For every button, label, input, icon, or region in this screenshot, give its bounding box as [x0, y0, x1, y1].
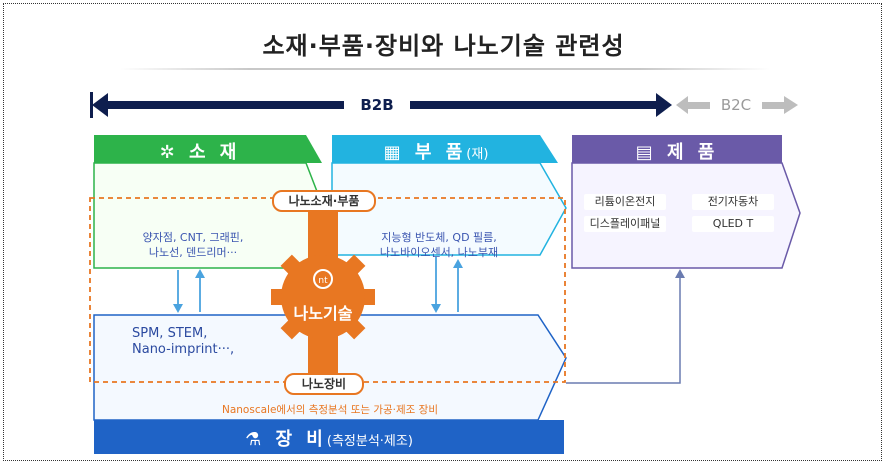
microscope-icon: ⚗	[245, 429, 266, 450]
parts-description: 지능형 반도체, QD 필름, 나노바이오센서, 나노부재	[354, 230, 524, 260]
materials-header: ✲ 소 재	[94, 138, 306, 164]
materials-equipment-arrows	[173, 269, 205, 313]
equipment-caption: Nanoscale에서의 측정분석 또는 가공·제조 장비	[221, 404, 438, 416]
products-block	[571, 135, 801, 269]
parts-line-2: 나노바이오센서, 나노부재	[379, 246, 499, 259]
parts-header-suffix: (재)	[466, 147, 489, 162]
materials-description: 양자점, CNT, 그래핀, 나노선, 덴드리머···	[118, 230, 268, 260]
equipment-products-connector	[566, 269, 685, 384]
materials-line-2: 나노선, 덴드리머···	[148, 246, 238, 259]
figure-frame	[3, 3, 882, 461]
panel-icon: ▤	[635, 142, 657, 163]
nano-technology-label: 나노기술	[293, 304, 353, 323]
b2b-arrow	[90, 92, 672, 118]
equipment-header-text: 장 비	[275, 429, 327, 450]
nano-materials-parts-tag: 나노소재·부품	[272, 190, 376, 212]
equipment-line-2: Nano-imprint···,	[132, 342, 235, 357]
svg-text:nt: nt	[318, 276, 328, 286]
equipment-description: SPM, STEM, Nano-imprint···,	[132, 326, 282, 358]
parts-header: ▦ 부 품(재)	[332, 138, 540, 164]
gear-icon: nt	[271, 245, 375, 349]
b2c-arrow	[676, 96, 798, 114]
atom-icon: ✲	[159, 142, 179, 163]
diagram-title: 소재·부품·장비와 나노기술 관련성	[262, 32, 625, 60]
parts-line-1: 지능형 반도체, QD 필름,	[381, 231, 497, 244]
products-header: ▤ 제 품	[572, 138, 782, 164]
title-underline	[120, 68, 770, 70]
parts-block	[331, 135, 567, 256]
product-item: 전기자동차	[692, 194, 774, 210]
product-item: 디스플레이패널	[584, 216, 666, 232]
products-header-text: 제 품	[666, 142, 719, 163]
b2c-label: B2C	[720, 96, 752, 114]
product-item: QLED T	[692, 216, 774, 232]
product-item: 리튬이온전지	[584, 194, 666, 210]
equipment-header-suffix: (측정분석·제조)	[326, 434, 413, 449]
equipment-line-1: SPM, STEM,	[132, 326, 208, 341]
parts-equipment-arrows	[431, 257, 463, 313]
materials-line-1: 양자점, CNT, 그래핀,	[142, 231, 244, 244]
chip-icon: ▦	[383, 142, 405, 163]
materials-header-text: 소 재	[188, 142, 241, 163]
nano-equipment-tag: 나노장비	[284, 373, 364, 395]
equipment-header: ⚗ 장 비(측정분석·제조)	[94, 425, 564, 451]
parts-header-text: 부 품	[414, 142, 467, 163]
b2b-label: B2B	[360, 96, 394, 114]
materials-block	[93, 135, 331, 269]
